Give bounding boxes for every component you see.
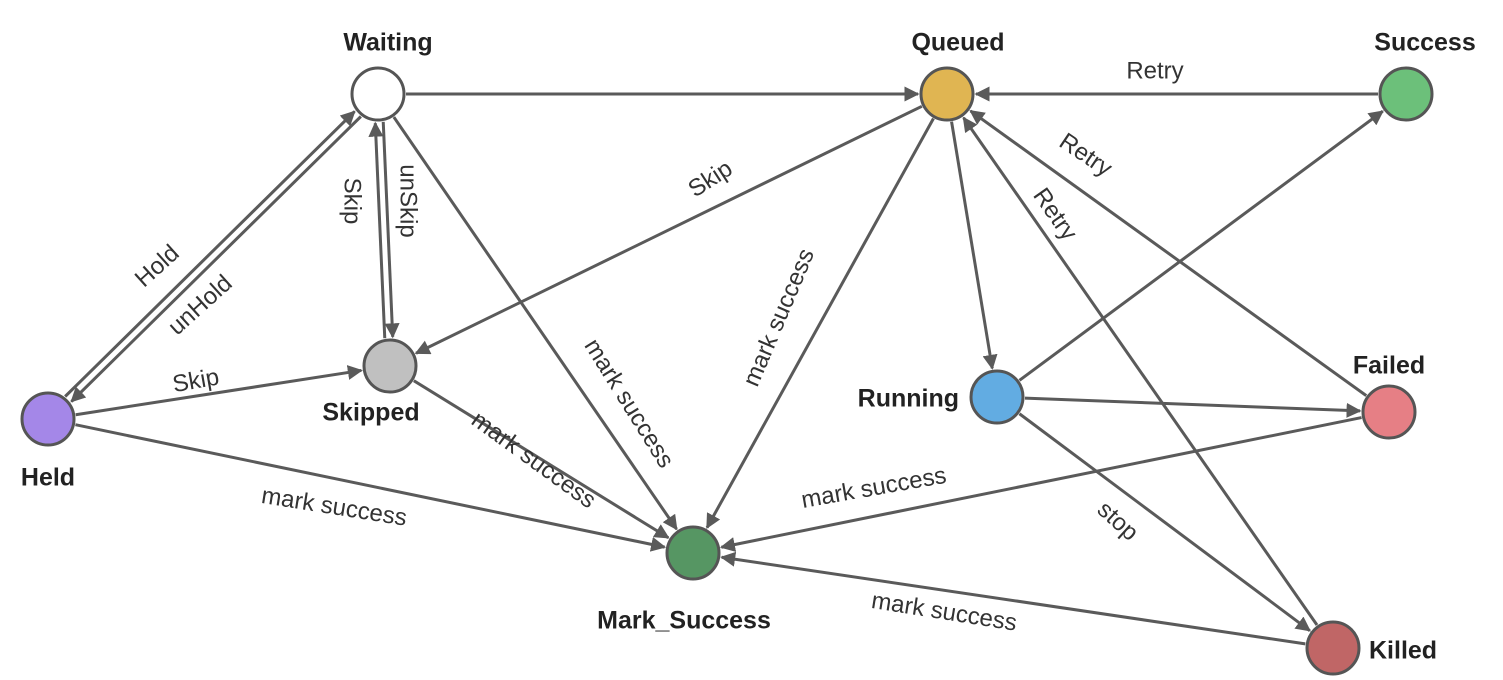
node-running — [969, 369, 1025, 425]
edge-label: Retry — [1126, 57, 1183, 84]
node-queued — [919, 66, 975, 122]
node-label-waiting: Waiting — [343, 29, 432, 57]
edge-running-to-success — [1018, 110, 1384, 382]
edge-label: Retry — [1027, 183, 1082, 245]
node-waiting — [350, 66, 406, 122]
edge-label: mark success — [579, 334, 680, 473]
edge-queued-to-running — [950, 121, 998, 370]
edge-label: mark success — [466, 406, 601, 514]
edge-label: mark success — [738, 245, 820, 391]
node-label-mark-success: Mark_Success — [597, 607, 771, 635]
node-skipped — [362, 338, 418, 394]
edge-waiting-to-mark-success — [392, 116, 678, 531]
edge-held-to-mark-success — [75, 423, 667, 552]
edge-queued-to-mark-success — [705, 117, 935, 529]
edges — [64, 86, 1384, 646]
edge-failed-to-queued — [969, 109, 1368, 397]
edge-queued-to-skipped — [414, 104, 923, 355]
node-success — [1378, 66, 1434, 122]
edge-label: mark success — [870, 587, 1019, 637]
node-label-held: Held — [21, 464, 75, 492]
node-failed — [1361, 384, 1417, 440]
edge-skipped-to-mark-success — [413, 379, 670, 540]
nodes — [20, 66, 1434, 676]
edge-running-to-failed — [1024, 396, 1362, 418]
edge-failed-to-mark-success — [719, 416, 1362, 552]
edge-skipped-to-waiting — [368, 121, 387, 339]
edge-label: stop — [1092, 496, 1144, 546]
node-label-queued: Queued — [911, 29, 1004, 57]
edge-label: Hold — [130, 240, 185, 293]
edge-label: Skip — [339, 178, 366, 225]
edge-label: Retry — [1054, 128, 1117, 182]
edge-label: unHold — [163, 270, 238, 341]
edge-running-to-killed — [1018, 412, 1311, 632]
node-label-failed: Failed — [1353, 352, 1425, 380]
edge-waiting-to-held — [70, 115, 362, 403]
node-killed — [1305, 620, 1361, 676]
edge-held-to-waiting — [64, 110, 356, 398]
node-held — [20, 391, 76, 447]
edge-label: Skip — [683, 155, 737, 203]
node-label-killed: Killed — [1369, 637, 1437, 665]
node-label-skipped: Skipped — [322, 399, 419, 427]
node-mark-success — [665, 525, 721, 581]
edge-held-to-skipped — [75, 365, 363, 417]
edge-waiting-to-skipped — [381, 121, 400, 339]
edge-killed-to-mark-success — [720, 551, 1306, 646]
node-label-success: Success — [1374, 29, 1475, 57]
edge-label: unSkip — [395, 164, 422, 237]
node-label-running: Running — [858, 385, 959, 413]
edge-killed-to-queued — [962, 116, 1319, 626]
